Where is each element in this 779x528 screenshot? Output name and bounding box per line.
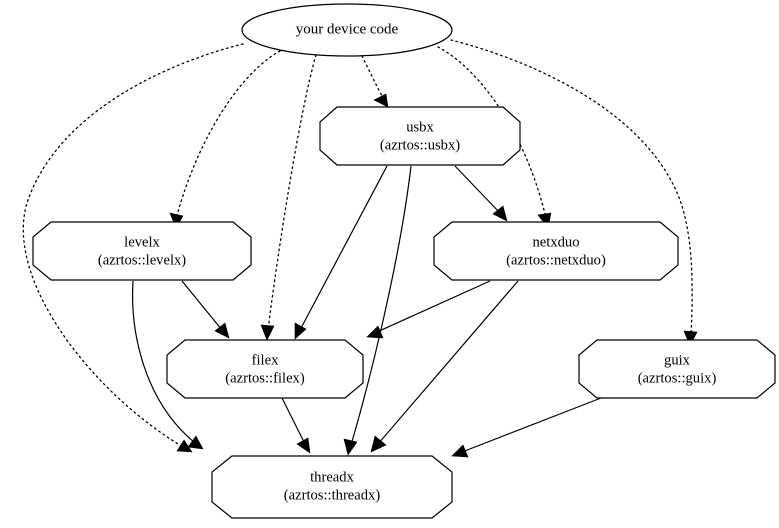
edge-group-dotted	[22, 39, 698, 453]
edge-levelx-to-threadx	[132, 280, 204, 450]
edge-usbx-to-filex	[294, 165, 388, 340]
node-your-device-code[interactable]: your device code	[241, 3, 453, 57]
edge-device-to-threadx	[22, 43, 244, 453]
node-label-device-line1: your device code	[296, 21, 399, 37]
node-shape-octagon	[32, 221, 252, 281]
node-label-netxduo-line1: netxduo	[532, 234, 579, 250]
node-shape-ellipse	[241, 3, 453, 57]
edge-usbx-to-threadx	[343, 165, 412, 456]
edge-filex-to-threadx	[281, 397, 311, 454]
node-label-levelx-line2: (azrtos::levelx)	[98, 252, 186, 268]
edge-group-solid	[132, 165, 602, 458]
node-label-threadx-line1: threadx	[310, 469, 354, 485]
node-levelx[interactable]: levelx (azrtos::levelx)	[32, 221, 252, 281]
node-label-filex-line2: (azrtos::filex)	[225, 370, 305, 386]
node-filex[interactable]: filex (azrtos::filex)	[166, 339, 364, 399]
node-guix[interactable]: guix (azrtos::guix)	[578, 339, 776, 399]
node-label-usbx-line2: (azrtos::usbx)	[380, 137, 460, 153]
node-label-guix-line2: (azrtos::guix)	[638, 370, 717, 386]
edge-netxduo-to-threadx	[370, 280, 519, 453]
node-label-threadx-line2: (azrtos::threadx)	[284, 487, 381, 503]
edge-device-to-filex	[260, 54, 317, 341]
node-usbx[interactable]: usbx (azrtos::usbx)	[319, 106, 521, 166]
node-label-guix-line1: guix	[664, 352, 691, 368]
node-label-usbx-line1: usbx	[406, 119, 434, 135]
edge-netxduo-to-filex	[366, 280, 491, 339]
node-shape-octagon	[319, 106, 521, 166]
node-shape-octagon	[578, 339, 776, 399]
edge-device-to-usbx	[361, 55, 389, 108]
node-threadx[interactable]: threadx (azrtos::threadx)	[211, 455, 453, 519]
node-label-filex-line1: filex	[252, 352, 279, 368]
node-netxduo[interactable]: netxduo (azrtos::netxduo)	[433, 221, 679, 281]
edge-guix-to-threadx	[451, 397, 602, 458]
node-shape-octagon	[211, 455, 453, 519]
node-label-netxduo-line2: (azrtos::netxduo)	[506, 252, 606, 268]
node-shape-octagon	[433, 221, 679, 281]
edge-device-to-guix	[450, 39, 698, 347]
node-shape-octagon	[166, 339, 364, 399]
edge-levelx-to-filex	[181, 280, 230, 339]
edge-usbx-to-netxduo	[454, 165, 508, 222]
node-label-levelx-line1: levelx	[124, 234, 160, 250]
edge-device-to-levelx	[169, 50, 281, 229]
